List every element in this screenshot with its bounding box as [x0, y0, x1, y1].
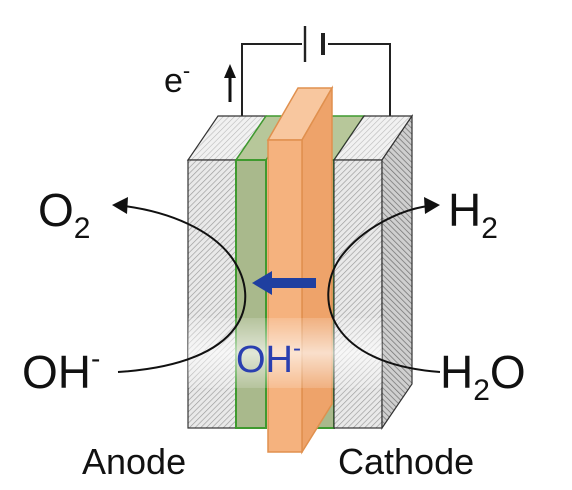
cathode-side-face	[381, 114, 413, 430]
up-arrow-icon	[224, 64, 236, 102]
anode-reaction-curve	[117, 205, 247, 373]
oh-center-label: OH-	[236, 335, 301, 381]
external-circuit	[241, 26, 391, 150]
cathode-label: Cathode	[338, 441, 474, 482]
left-arrow-icon	[252, 271, 316, 295]
circuit-wire-left	[241, 43, 302, 150]
h2-arrowhead	[424, 197, 440, 214]
o2-arrowhead	[112, 197, 128, 214]
oh-left-label: OH-	[22, 343, 100, 398]
electron-label: e-	[164, 58, 190, 100]
anode-label: Anode	[82, 441, 186, 482]
highlight-band	[188, 318, 382, 388]
battery-symbol-icon	[303, 26, 325, 62]
reaction-paths	[112, 197, 441, 373]
membrane-side	[301, 85, 333, 455]
circuit-wire-right	[328, 43, 391, 150]
electron-indicator: e-	[164, 58, 236, 102]
membrane	[266, 85, 334, 455]
cathode-reaction-curve	[327, 205, 441, 373]
o2-label: O2	[38, 184, 90, 245]
h2-label: H2	[448, 184, 498, 245]
membrane-front	[267, 139, 303, 453]
h2o-label: H2O	[440, 346, 526, 407]
